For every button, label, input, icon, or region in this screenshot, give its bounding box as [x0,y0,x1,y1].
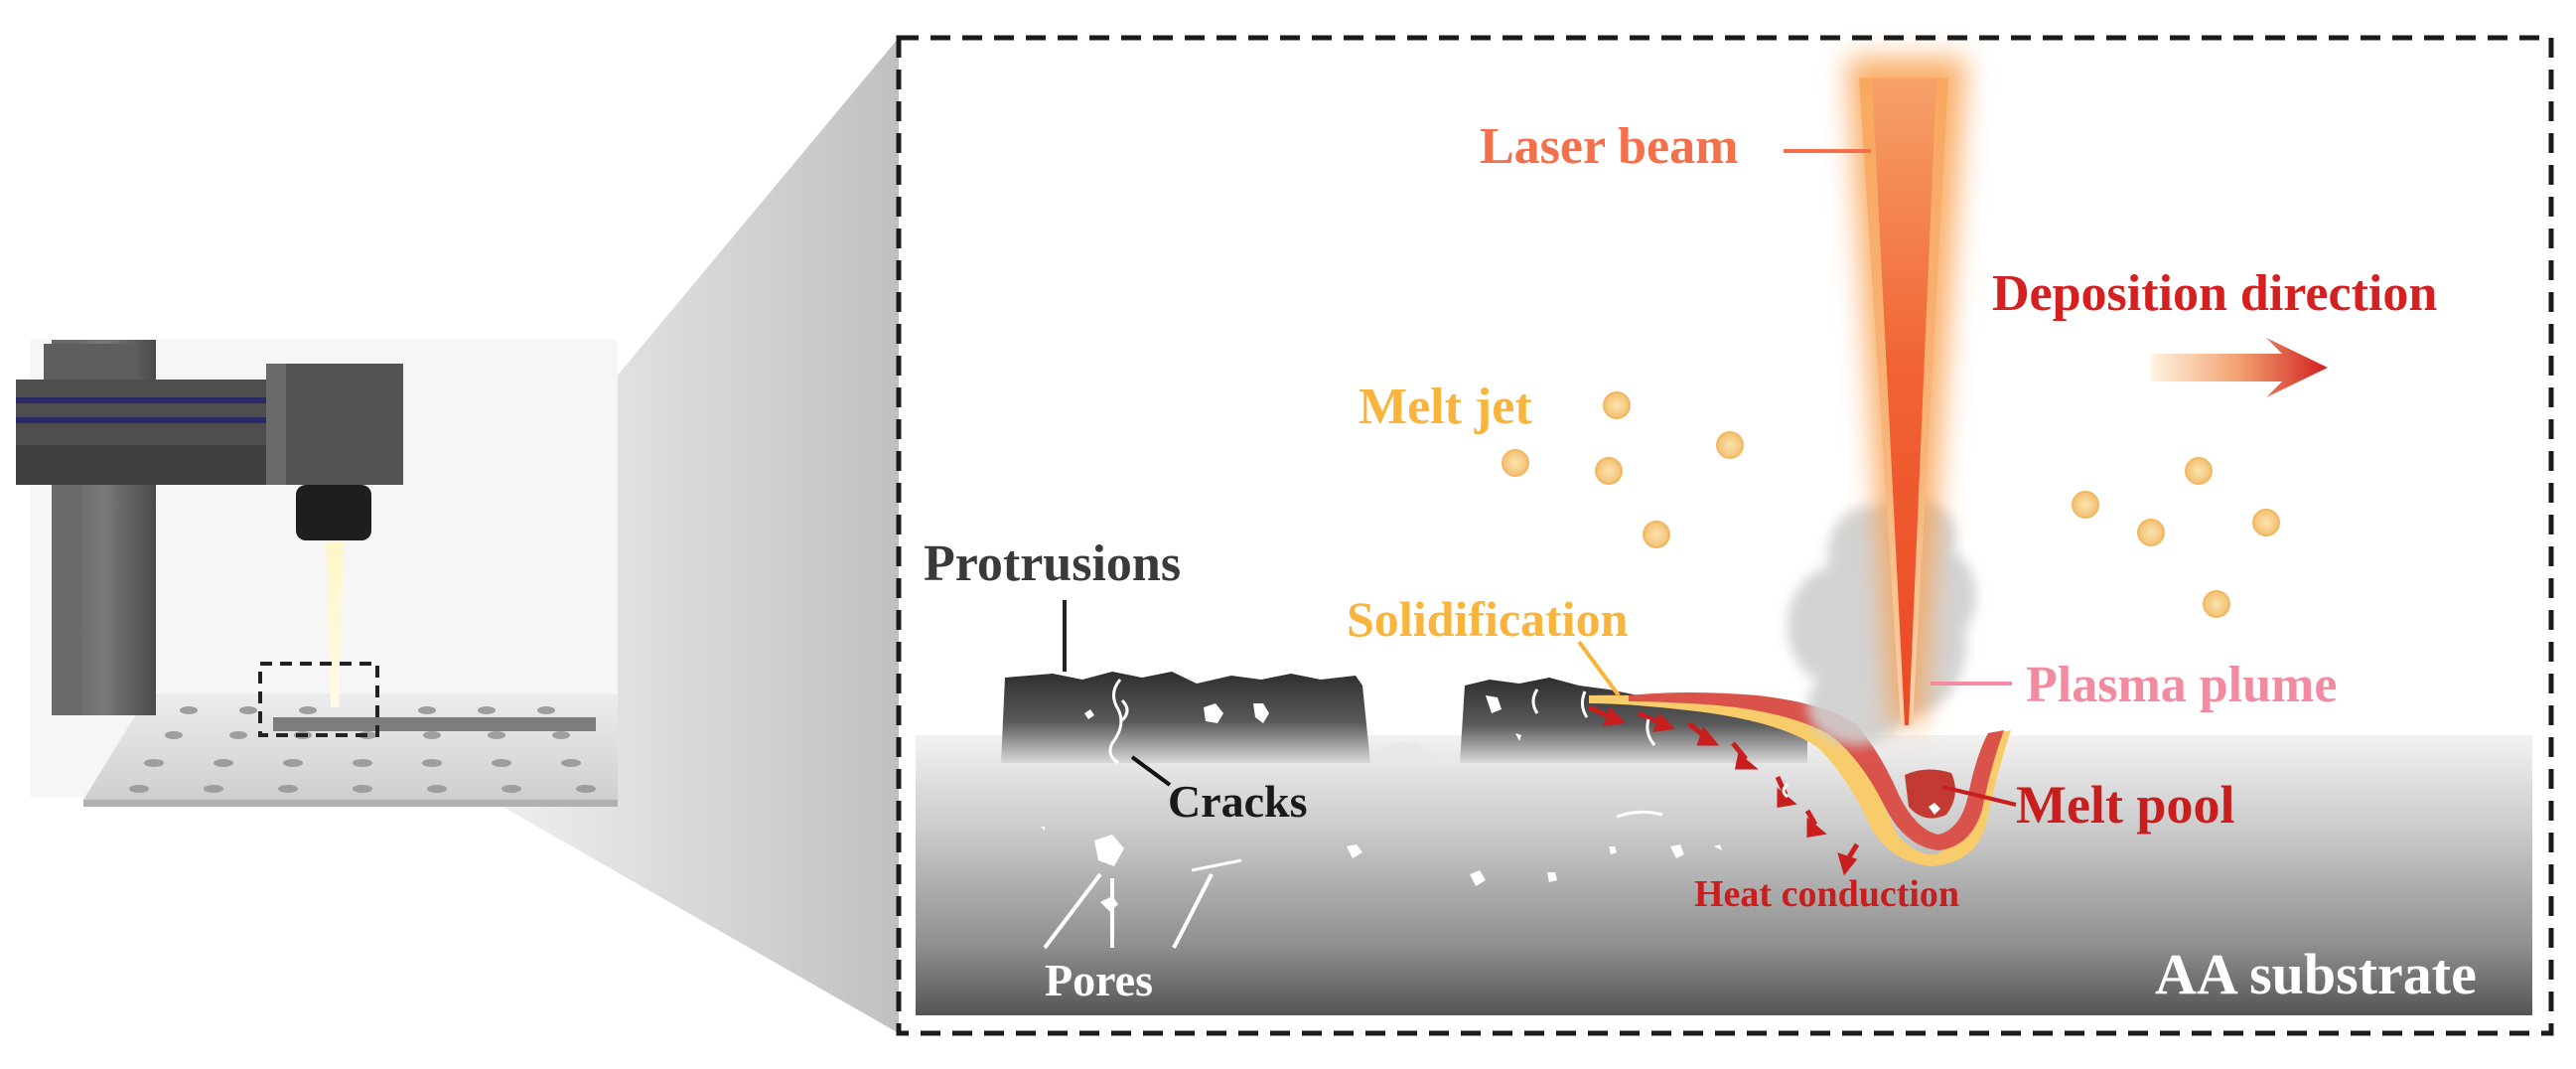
detail-frame [896,35,2554,1036]
detail-panel: Laser beam Deposition direction Melt jet… [896,35,2554,1036]
label-cracks: Cracks [1168,776,1308,827]
melt-jet-droplets [1502,391,2280,618]
leader-lines [1043,149,2017,950]
laser-beam [1847,58,1966,725]
crack-lines [1108,679,1789,872]
solidification-layer [1589,694,2011,866]
protrusion-right [1460,678,1807,763]
zoom-region-box [258,662,379,737]
heat-conduction-arrows [1587,704,1860,876]
label-protrusions: Protrusions [924,535,1181,592]
label-solidification: Solidification [1347,591,1629,647]
label-pores: Pores [1045,955,1153,1005]
label-laser-beam: Laser beam [1480,118,1738,175]
laser-head [266,364,403,485]
protrusion-left [1001,672,1370,763]
label-heat-conduction: Heat conduction [1694,873,1959,915]
small-laser-beam [326,542,344,707]
label-plasma-plume: Plasma plume [2026,657,2337,713]
deposition-machine [16,340,618,807]
label-aa-substrate: AA substrate [2155,942,2477,1006]
table-holes [129,706,596,793]
deposition-direction-arrow [2151,338,2328,397]
label-deposition-direction: Deposition direction [1992,265,2437,322]
deposited-track [273,717,596,731]
aa-substrate [916,735,2532,1015]
label-melt-jet: Melt jet [1359,379,1532,435]
laser-nozzle [296,485,371,540]
label-melt-pool: Melt pool [2016,775,2234,835]
